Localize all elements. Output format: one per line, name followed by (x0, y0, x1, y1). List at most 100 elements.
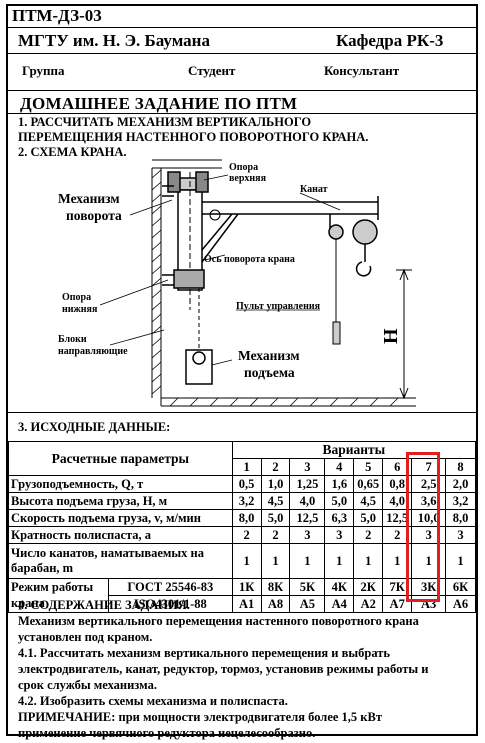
table-cell: 5,0 (324, 492, 355, 510)
table-cell: 8К (260, 578, 291, 596)
document-frame (6, 4, 478, 736)
table-cell: 1 (445, 543, 476, 579)
table-cell: 1 (324, 543, 355, 579)
divider (6, 27, 478, 28)
table-cell: 5,0 (353, 509, 384, 527)
table-cell: 3 (289, 526, 326, 544)
table-cell: А5 (289, 595, 326, 613)
variant-number: 1 (231, 458, 262, 476)
table-cell: А7 (382, 595, 413, 613)
table-cell: 2,0 (445, 475, 476, 493)
table-cell: 8,0 (231, 509, 262, 527)
table-cell: 1,6 (324, 475, 355, 493)
parameters-table: Расчетные параметры Варианты 1 2 3 4 5 6… (8, 441, 477, 613)
table-cell: 2 (231, 526, 262, 544)
label-support-top-1: Опора (229, 162, 258, 173)
table-cell: 6,3 (324, 509, 355, 527)
drums-label-line-2: барабан, m (11, 561, 74, 575)
variant-number: 2 (260, 458, 291, 476)
row-label-speed: Скорость подъема груза, v, м/мин (8, 509, 233, 527)
table-cell: 1К (231, 578, 262, 596)
row-label-capacity: Грузоподъемность, Q, т (8, 475, 233, 493)
label-rope: Канат (300, 184, 328, 195)
table-cell: 12,5 (289, 509, 326, 527)
table-cell: 1 (289, 543, 326, 579)
table-cell: А6 (445, 595, 476, 613)
student-label: Студент (188, 63, 236, 78)
row-label-drums: Число канатов, наматываемых на барабан, … (8, 543, 233, 579)
mode-label-1: Режим работы (8, 578, 109, 596)
department-name: Кафедра РК-3 (336, 31, 444, 50)
label-remote: Пульт управления (236, 301, 321, 312)
table-cell: 5,0 (260, 509, 291, 527)
table-cell: 12,5 (382, 509, 413, 527)
table-cell: 4,0 (289, 492, 326, 510)
table-cell: 5К (289, 578, 326, 596)
table-cell: 3,2 (445, 492, 476, 510)
drums-label-line-1: Число канатов, наматываемых на (11, 546, 204, 560)
lifting-mechanism (185, 288, 213, 385)
divider (6, 113, 478, 114)
divider (6, 53, 478, 54)
label-height: Н (380, 328, 402, 344)
page-title: ДОМАШНЕЕ ЗАДАНИЕ ПО ПТМ (20, 94, 298, 113)
params-header: Расчетные параметры (8, 441, 233, 476)
table-cell: 2К (353, 578, 384, 596)
label-axis: Ось поворота крана (204, 254, 295, 265)
label-mech-lift-1: Механизм (238, 348, 300, 363)
table-cell: 3 (445, 526, 476, 544)
gost-2: ISO4301/1-88 (107, 595, 233, 613)
note-text: ПРИМЕЧАНИЕ: при мощности электродвигател… (18, 710, 382, 724)
crane-boom (201, 196, 379, 345)
table-cell: 7К (382, 578, 413, 596)
row-label-multiplicity: Кратность полиспаста, а (8, 526, 233, 544)
table-cell: 1 (231, 543, 262, 579)
table-cell: А1 (231, 595, 262, 613)
table-cell: 3 (324, 526, 355, 544)
section-4-text: 4.1. Рассчитать механизм вертикального п… (18, 646, 391, 660)
variant-7-highlight (406, 452, 440, 602)
table-cell: 0,65 (353, 475, 384, 493)
section-4: 4. СОДЕРЖАНИЕ ЗАДАНИЯ. Механизм вертикал… (18, 597, 473, 741)
table-cell: 0,5 (231, 475, 262, 493)
table-cell: 1,0 (260, 475, 291, 493)
label-mech-rot-1: Механизм (58, 191, 120, 206)
divider (6, 412, 478, 413)
section-4-title: 4. СОДЕРЖАНИЕ ЗАДАНИЯ. (18, 598, 190, 612)
group-label: Группа (22, 63, 65, 78)
variant-number: 8 (445, 458, 476, 476)
task-line-1: 1. РАССЧИТАТЬ МЕХАНИЗМ ВЕРТИКАЛЬНОГО (18, 115, 312, 129)
table-cell: 6К (445, 578, 476, 596)
table-cell: 4,5 (353, 492, 384, 510)
label-support-bottom-1: Опора (62, 292, 91, 303)
variant-number: 5 (353, 458, 384, 476)
label-support-bottom-2: нижняя (62, 304, 98, 315)
label-mech-rot-2: поворота (66, 208, 122, 223)
table-cell: 8,0 (445, 509, 476, 527)
gost-1: ГОСТ 25546-83 (107, 578, 233, 596)
height-dimension (396, 268, 412, 400)
section-4-text: электродвигатель, канат, редуктор, тормо… (18, 662, 429, 676)
label-blocks-2: направляющие (58, 346, 128, 357)
table-cell: 2 (260, 526, 291, 544)
divider (6, 90, 478, 91)
task-line-3: 2. СХЕМА КРАНА. (18, 145, 127, 159)
consultant-label: Консультант (324, 63, 400, 78)
crane-mast (162, 171, 221, 310)
table-cell: 1 (353, 543, 384, 579)
section-4-text: срок службы механизма. (18, 678, 157, 692)
row-label-height: Высота подъема груза, Н, м (8, 492, 233, 510)
section-4-text: установлен под краном. (18, 630, 153, 644)
section-4-text: 4.2. Изобразить схемы механизма и полисп… (18, 694, 288, 708)
table-cell: А4 (324, 595, 355, 613)
note-text: применение червячного редуктора нецелесо… (18, 726, 316, 740)
doc-code: ПТМ-ДЗ-03 (12, 6, 102, 25)
variant-number: 4 (324, 458, 355, 476)
task-line-2: ПЕРЕМЕЩЕНИЯ НАСТЕННОГО ПОВОРОТНОГО КРАНА… (18, 130, 369, 144)
table-cell: А2 (353, 595, 384, 613)
label-mech-lift-2: подъема (244, 365, 295, 380)
table-cell: 4К (324, 578, 355, 596)
mode-label-2: крана (8, 595, 109, 613)
variant-number: 3 (289, 458, 326, 476)
